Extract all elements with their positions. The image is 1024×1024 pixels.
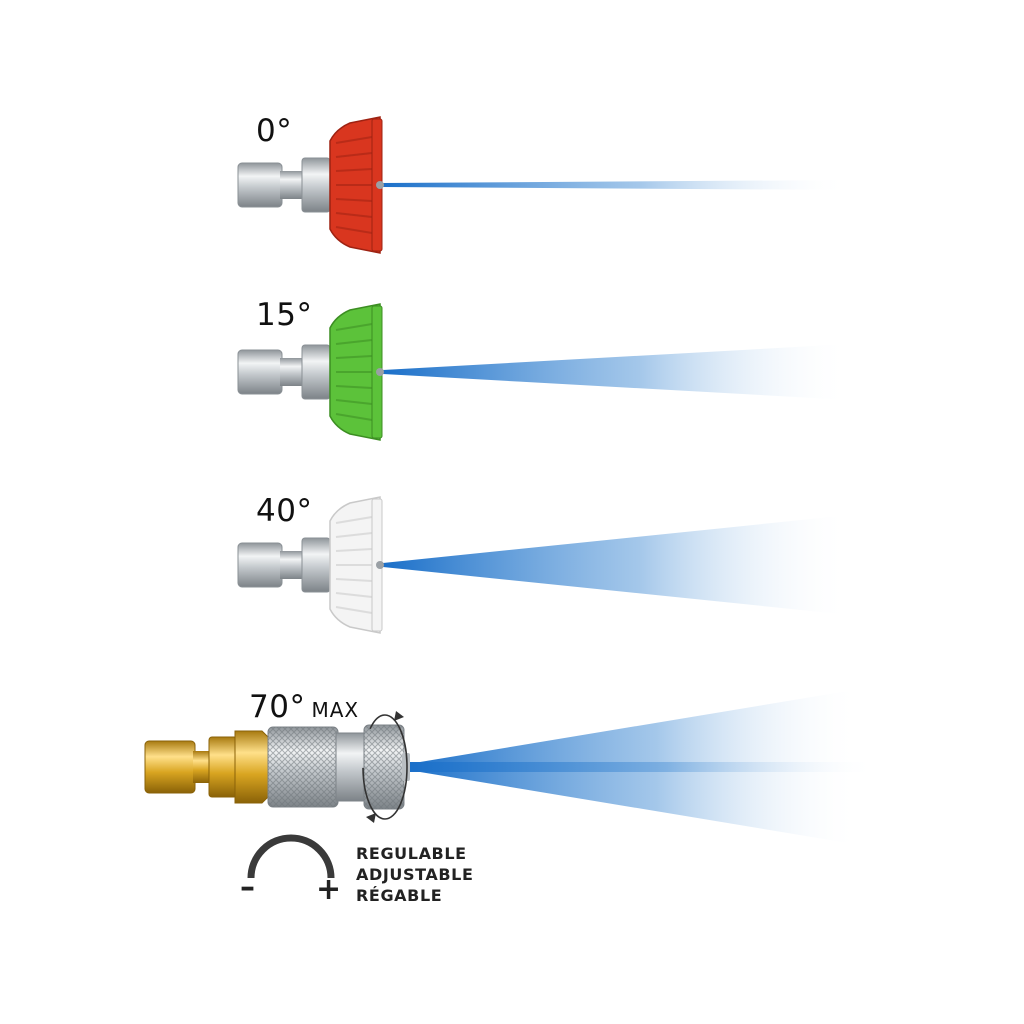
water-jet [408,762,878,772]
cap-rib [335,168,373,172]
quick-connect-nozzle [237,116,850,254]
plug-tip [237,349,283,395]
adjustable-angle-suffix: MAX [311,698,360,722]
adjust-arc-icon [247,834,335,879]
orifice [376,368,384,376]
plug-tip [237,542,283,588]
cap-rib [335,198,373,202]
cap-rib [335,548,373,552]
adjustable-label: REGULABLE [356,844,467,863]
adjustable-text: REGULABLE ADJUSTABLE RÉGABLE [356,843,474,906]
cap-rib [335,385,373,389]
cap-rib [335,592,373,598]
orifice [376,561,384,569]
plus-sign: + [316,872,342,907]
plug-collar [301,157,331,213]
body-sleeve [335,732,367,802]
nozzle-tip [402,753,410,781]
quick-connect-nozzle [237,303,850,441]
adjustable-label: ADJUSTABLE [356,865,474,884]
brass-collar [208,736,238,798]
nozzle-angle-label: 40° [256,493,313,529]
cap-rib [335,339,373,345]
plug-collar [301,537,331,593]
rotation-arrow-icon [362,714,408,820]
brass-plug-tip [144,740,196,794]
cap-rib [335,399,373,405]
adjustable-nozzle [144,689,878,879]
arrow-head-icon [394,711,404,721]
cap-rib [335,136,373,144]
knurl-texture [268,727,338,807]
cap-rib [335,413,373,421]
cap-rib [335,323,373,331]
cap-rib [335,578,373,582]
water-spray [383,344,850,400]
cap-rib [335,355,373,359]
minus-sign: – [240,870,255,905]
plug-collar [301,344,331,400]
arrow-head-icon [366,813,376,823]
brass-hex-nut [234,730,269,804]
cap-rib [335,212,373,218]
nozzle-angle-label: 0° [256,113,293,149]
adjustable-angle-value: 70° [249,689,306,725]
adjustable-angle-label: 70°MAX [249,692,359,723]
brass-plug-neck [193,751,211,783]
adjustable-label: RÉGABLE [356,886,443,905]
water-spray [383,515,850,615]
cap-rib [335,226,373,234]
cap-rib [335,152,373,158]
quick-connect-nozzle [237,496,850,634]
orifice [376,181,384,189]
cap-rib [335,516,373,524]
cap-rib [335,532,373,538]
plug-tip [237,162,283,208]
cap-rib [335,606,373,614]
knurl-texture [364,725,404,809]
water-spray [383,180,850,190]
nozzle-angle-label: 15° [256,297,313,333]
